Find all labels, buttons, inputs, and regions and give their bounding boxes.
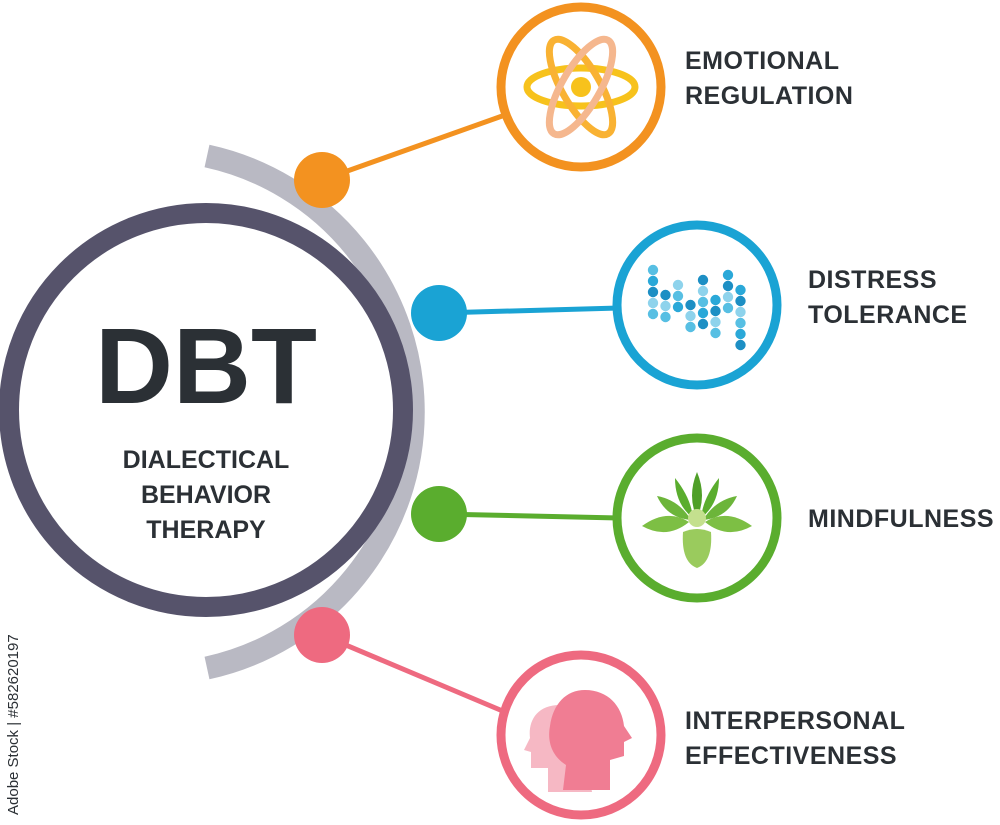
waveform-dot	[710, 316, 721, 328]
waveform-dot	[647, 275, 659, 287]
branch-interpersonal-effectiveness	[294, 607, 666, 820]
waveform-dot	[710, 305, 721, 317]
center-fullname-line-3: THERAPY	[146, 516, 266, 544]
waveform-dot	[722, 291, 734, 303]
waveform-dot	[735, 306, 746, 318]
node-dot-mindfulness	[411, 486, 467, 542]
waveform-dot	[672, 279, 684, 291]
waveform-dot	[722, 269, 734, 281]
connector-line-interpersonal	[321, 632, 506, 715]
node-dot-distress	[411, 285, 467, 341]
node-dot-emotional	[294, 152, 350, 208]
label-distress-tolerance: DISTRESS TOLERANCE	[808, 263, 968, 333]
lotus-icon	[642, 472, 752, 568]
waveform-dot	[722, 302, 734, 314]
center-acronym: DBT	[95, 305, 317, 426]
waveform-dot	[660, 289, 671, 301]
stock-watermark: Adobe Stock | #582620197	[5, 634, 22, 815]
branch-mindfulness	[411, 433, 782, 603]
label-emotional-regulation: EMOTIONAL REGULATION	[685, 44, 853, 114]
waveform-dot	[672, 301, 684, 313]
waveform-dot	[660, 311, 671, 323]
label-line: INTERPERSONAL	[685, 707, 906, 735]
center-ring	[0, 203, 413, 617]
waveform-dot	[672, 290, 684, 302]
waveform-dot	[722, 280, 734, 292]
waveform-dot	[660, 300, 671, 312]
label-line: DISTRESS	[808, 266, 938, 294]
label-mindfulness: MINDFULNESS	[808, 502, 994, 537]
waveform-dot	[647, 286, 659, 298]
waveform-dot	[735, 317, 746, 329]
waveform-icon	[647, 264, 746, 351]
waveform-dot	[735, 328, 746, 340]
connector-line-mindfulness	[438, 511, 620, 521]
waveform-dot	[735, 284, 746, 296]
center-fullname-line-2: BEHAVIOR	[141, 481, 271, 509]
heads-icon	[524, 690, 632, 792]
waveform-dot	[685, 299, 696, 311]
waveform-dot	[647, 297, 659, 309]
label-line: TOLERANCE	[808, 301, 968, 329]
waveform-dot	[685, 321, 696, 333]
waveform-dot	[710, 294, 721, 306]
connector-line-distress	[438, 305, 620, 316]
branch-distress-tolerance	[411, 220, 782, 390]
icon-ring-distress	[612, 220, 782, 390]
waveform-dot	[697, 296, 709, 308]
label-line: EFFECTIVENESS	[685, 742, 898, 770]
connector-line-emotional	[321, 112, 506, 183]
waveform-dot	[685, 310, 696, 322]
waveform-dot	[735, 295, 746, 307]
waveform-dot	[647, 308, 659, 320]
waveform-dot	[697, 274, 709, 286]
label-line: REGULATION	[685, 82, 854, 110]
node-dot-interpersonal	[294, 607, 350, 663]
waveform-dot	[697, 307, 709, 319]
waveform-dot	[647, 264, 659, 276]
label-line: MINDFULNESS	[808, 505, 995, 533]
center-fullname-line-1: DIALECTICAL	[123, 446, 290, 474]
label-line: EMOTIONAL	[685, 47, 840, 75]
label-interpersonal-effectiveness: INTERPERSONAL EFFECTIVENESS	[685, 704, 905, 774]
branch-emotional-regulation	[294, 2, 666, 208]
waveform-dot	[697, 285, 709, 297]
waveform-dot	[735, 339, 746, 351]
waveform-dot	[697, 318, 709, 330]
waveform-dot	[710, 327, 721, 339]
